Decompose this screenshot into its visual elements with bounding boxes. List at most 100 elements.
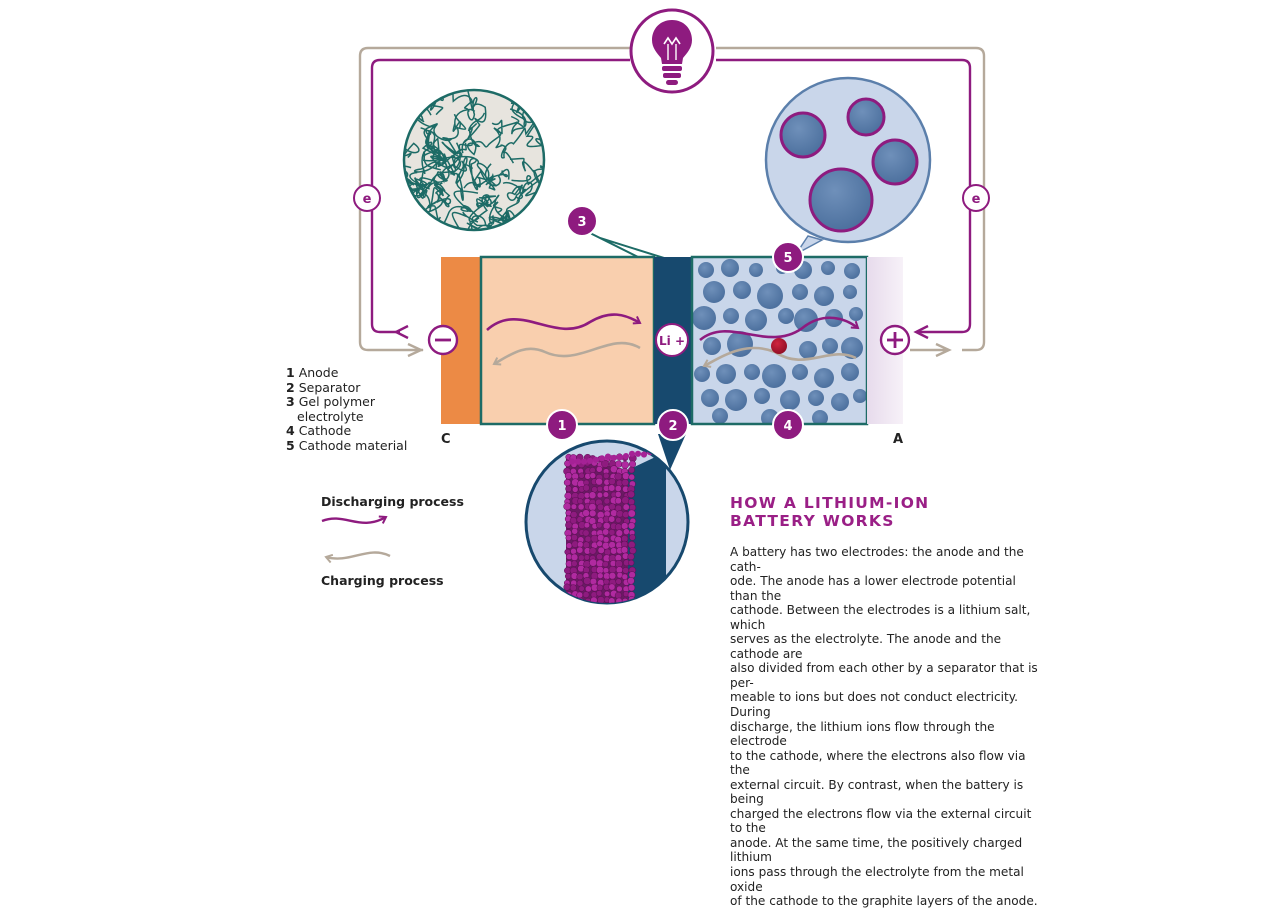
graphite-bead [569,584,577,592]
graphite-bead [627,553,635,561]
graphite-bead [602,602,610,603]
graphite-bead [608,529,616,536]
graphite-bead [596,522,603,529]
lithium-ion-particle [771,338,787,354]
polymer-strand [468,215,495,230]
graphite-bead [589,467,596,474]
polymer-strand [452,97,478,132]
graphite-bead [627,509,636,518]
electron-badge-right: e [962,184,990,212]
graphite-bead [563,479,571,487]
plus-icon [879,324,911,356]
key-num-5: 5 [286,438,295,453]
graphite-bead [622,453,630,460]
graphite-bead [620,546,629,554]
graphite-bead [623,528,630,535]
graphite-bead [596,604,603,611]
graphite-bead [614,485,622,492]
cathode-particle [716,364,736,384]
polymer-strand [404,90,422,103]
graphite-bead [628,466,635,474]
cathode-particle [703,337,721,355]
graphite-bead [597,572,604,579]
graphite-bead [576,573,584,581]
key-text-4: Cathode [298,423,352,438]
anode-charge-wave [492,341,641,366]
graphite-bead [614,491,622,498]
polymer-strand [422,151,448,168]
cathode-particle [778,308,794,324]
graphite-bead [610,547,618,555]
graphite-bead [621,522,629,530]
graphite-bead [565,485,572,493]
graphite-bead [568,458,576,465]
polymer-strand [425,90,474,113]
graphite-bead [564,472,573,480]
graphite-bead [622,472,630,480]
graphite-bead [570,548,577,555]
minus-icon [427,324,459,356]
graphite-bead [582,484,590,492]
electron-label-right: e [972,192,981,207]
graphite-bead [603,578,610,585]
graphite-bead [589,558,598,567]
marker-4: 4 [772,409,804,441]
graphite-bead [583,576,592,585]
graphite-bead [628,559,635,566]
graphite-bead [570,503,577,510]
graphite-bead [577,541,584,548]
polymer-strand [476,162,509,191]
graphite-bead [616,602,624,603]
graphite-bead [596,466,603,473]
cathode-particle [701,389,719,407]
polymer-strand [404,163,409,187]
polymer-strand [491,115,525,135]
graphite-bead [563,583,571,591]
graphite-bead [615,529,623,537]
body-line: anode. At the same time, the positively … [730,835,1023,865]
heading-line-1: HOW A LITHIUM-ION [730,494,930,512]
graphite-bead [577,503,585,511]
graphite-bead [577,498,584,505]
graphite-bead [582,509,590,517]
polymer-strand [461,112,486,156]
polymer-strand [420,127,456,161]
heading-line-2: BATTERY WORKS [730,512,895,530]
discharging-arrow-right [913,324,929,340]
graphite-bead [616,585,623,593]
cathode-particle [694,366,710,382]
legend-discharging-label: Discharging process [321,494,464,509]
graphite-bead [615,517,622,524]
polymer-strand [511,165,544,186]
graphite-bead [595,477,603,486]
graphite-bead [586,457,594,464]
graphite-bead [590,534,599,543]
article-heading: HOW A LITHIUM-ION BATTERY WORKS [730,494,1060,530]
graphite-bead [614,472,623,481]
graphite-bead [574,458,582,465]
discharging-arrow-left [393,324,409,340]
graphite-bead [565,542,573,549]
graphite-bead [578,554,585,562]
light-bulb-icon [629,8,715,94]
graphite-bead [596,485,603,492]
cathode-particle [843,285,857,299]
key-num-2: 2 [286,380,295,395]
polymer-strand [442,113,474,155]
graphite-bead [602,536,610,543]
cathode-particle [792,284,808,300]
graphite-bead [576,579,584,587]
cathode-particle [745,309,767,331]
graphite-bead [583,522,590,529]
article-body: A battery has two electrodes: the anode … [730,545,1046,909]
polymer-strand [506,90,532,97]
graphite-bead [628,602,635,603]
marker-1: 1 [546,409,578,441]
polymer-strand [522,106,544,154]
graphite-bead [608,583,616,591]
graphite-bead [564,492,572,500]
polymer-strand [467,194,492,230]
graphite-bead [576,591,584,599]
graphite-bead [571,528,578,535]
graphite-bead [588,491,597,499]
